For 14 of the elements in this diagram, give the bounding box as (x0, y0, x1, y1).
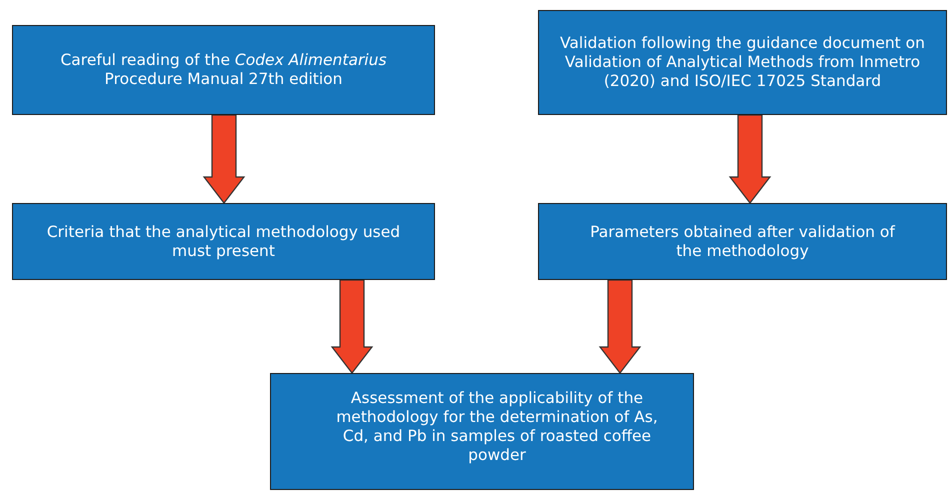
box-text: Parameters obtained after validation of the methodology (589, 222, 896, 260)
block-arrow (330, 279, 374, 374)
process-box (12, 25, 435, 115)
process-box (538, 203, 947, 280)
process-box (270, 373, 694, 490)
block-arrow (728, 114, 772, 204)
box-text: Assessment of the applicability of the methodology for the determination of As, Cd, and Pb in samples of roasted coffee powder (335, 388, 659, 464)
box-text: Careful reading of the Codex Alimentarius Procedure Manual 27th edition (59, 51, 388, 89)
process-box (12, 203, 435, 280)
box-text: Criteria that the analytical methodology used must present (46, 222, 402, 260)
block-arrow (598, 279, 642, 374)
block-arrow (202, 114, 246, 204)
process-box (538, 10, 947, 115)
box-text: Validation following the guidance document on Validation of Analytical Methods from Inmetro (2020) and ISO/IEC 17025 Standard (559, 34, 926, 91)
